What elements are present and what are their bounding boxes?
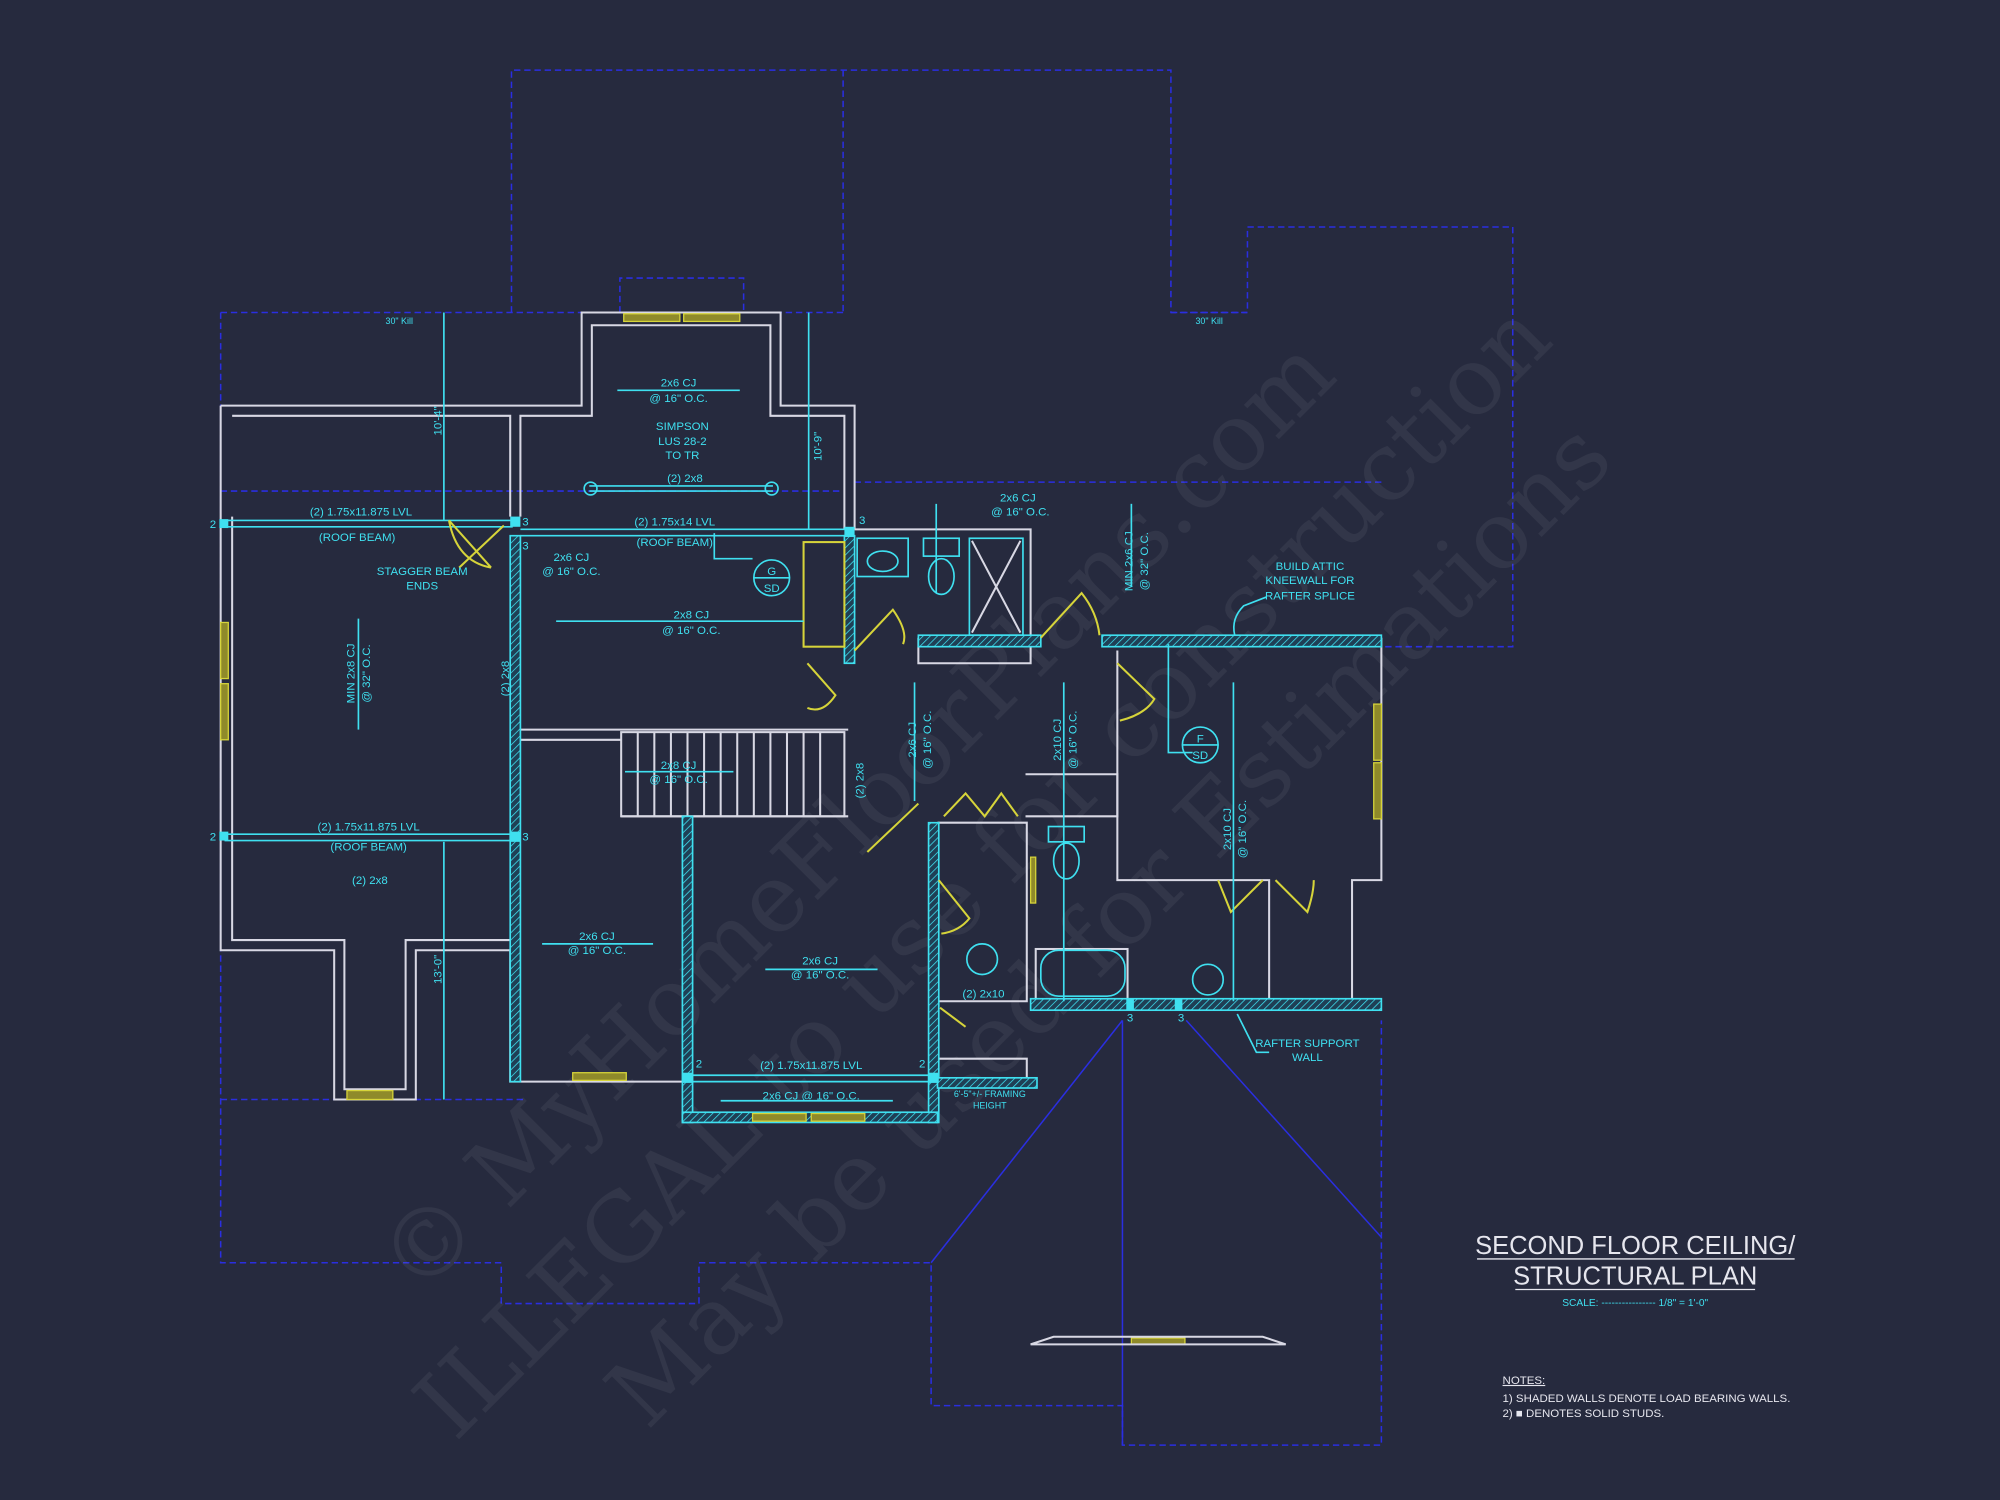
label: @ 16" O.C. (542, 566, 600, 578)
dimension-label: 13'-0" (432, 955, 444, 984)
stud-count: 3 (859, 515, 865, 527)
load-bearing-walls (509, 534, 1383, 1124)
stud-count: 3 (1178, 1013, 1184, 1025)
label: G (767, 566, 776, 578)
label: @ 16" O.C. (568, 945, 626, 957)
dimension-label: 10'-9" (812, 432, 824, 461)
label: @ 16" O.C. (791, 969, 849, 981)
windows (220, 313, 1383, 1346)
stairs (620, 731, 846, 818)
label: 30" Kill (1195, 316, 1222, 326)
label: RAFTER SPLICE (1265, 590, 1355, 602)
label: 2x10 CJ (1052, 719, 1064, 761)
joist-arrows (357, 312, 1270, 1102)
stud-count: 2 (696, 1059, 702, 1071)
label: TO TR (665, 450, 699, 462)
label: KNEEWALL FOR (1265, 575, 1354, 587)
annotations: 30" Kill 30" Kill 2x6 CJ @ 16" O.C. SIMP… (210, 316, 1360, 1110)
scale-label: SCALE: ---------------- 1/8" = 1'-0" (1562, 1298, 1708, 1309)
label: 2x6 CJ (579, 931, 615, 943)
plan-title: SECOND FLOOR CEILING/ (1475, 1232, 1796, 1260)
label: (2) 1.75x11.875 LVL (318, 821, 420, 833)
label: WALL (1292, 1052, 1323, 1064)
stud-count: 3 (522, 832, 528, 844)
stud-count: 2 (210, 832, 216, 844)
label: (ROOF BEAM) (330, 842, 407, 854)
label: (2) 2x8 (352, 875, 388, 887)
label: @ 16" O.C. (991, 506, 1049, 518)
label: MIN 2x6 CJ (1124, 531, 1136, 591)
watermark: © MyHomeFloorPlans.com ILLEGAL to use fo… (358, 281, 1633, 1459)
label: @ 32" O.C. (1139, 532, 1151, 590)
label: 2x6 CJ (907, 722, 919, 758)
porch-step (1030, 1335, 1287, 1346)
stud-count: 2 (210, 519, 216, 531)
note-item: 1) SHADED WALLS DENOTE LOAD BEARING WALL… (1503, 1393, 1791, 1405)
label: @ 16" O.C. (649, 774, 707, 786)
label: (2) 1.75x14 LVL (634, 517, 715, 529)
label: 2x6 CJ (661, 377, 697, 389)
label: @ 16" O.C. (662, 625, 720, 637)
beams (219, 481, 1183, 1083)
label: @ 16" O.C. (1237, 800, 1249, 858)
label: BUILD ATTIC (1276, 561, 1345, 573)
label: @ 16" O.C. (922, 711, 934, 769)
watermark-line: ILLEGAL to use for construction (394, 281, 1572, 1459)
roof-outline (219, 69, 1514, 1446)
label: STAGGER BEAM (377, 566, 468, 578)
label: LUS 28-2 (658, 436, 706, 448)
doors (447, 519, 1315, 1028)
label: (ROOF BEAM) (319, 532, 396, 544)
stud-count: 2 (919, 1059, 925, 1071)
label: SD (764, 583, 780, 595)
label: (2) 1.75x11.875 LVL (760, 1060, 862, 1072)
plan-title: STRUCTURAL PLAN (1513, 1262, 1757, 1290)
note-item: 2) ■ DENOTES SOLID STUDS. (1503, 1408, 1665, 1420)
label: @ 16" O.C. (649, 393, 707, 405)
stud-count: 3 (522, 517, 528, 529)
label: 6'-5"+/- FRAMING (954, 1089, 1026, 1099)
notes: NOTES: 1) SHADED WALLS DENOTE LOAD BEARI… (1503, 1375, 1791, 1420)
label: HEIGHT (973, 1100, 1007, 1110)
title-block: SECOND FLOOR CEILING/ STRUCTURAL PLAN SC… (1475, 1232, 1796, 1309)
label: F (1197, 733, 1204, 745)
label: @ 16" O.C. (1068, 711, 1080, 769)
label: 2x6 CJ @ 16" O.C. (763, 1090, 860, 1102)
label: 2x8 CJ (673, 610, 709, 622)
stud-count: 3 (522, 541, 528, 553)
label: (2) 2x8 (855, 763, 867, 799)
label: 2x6 CJ (554, 552, 590, 564)
label: 30" Kill (386, 316, 413, 326)
label: (ROOF BEAM) (637, 537, 714, 549)
notes-heading: NOTES: (1503, 1375, 1546, 1387)
label: 2x6 CJ (1000, 492, 1036, 504)
fixtures (802, 537, 1225, 998)
label: (2) 2x8 (500, 661, 512, 697)
label: MIN 2x8 CJ (346, 644, 358, 704)
label: SD (1192, 750, 1208, 762)
label: 2x10 CJ (1222, 808, 1234, 850)
label: (2) 2x8 (667, 473, 703, 485)
label: RAFTER SUPPORT (1255, 1038, 1359, 1050)
stud-count: 3 (1127, 1013, 1133, 1025)
label: @ 32" O.C. (361, 644, 373, 702)
label: ENDS (406, 580, 438, 592)
label: 2x6 CJ (802, 955, 838, 967)
label: SIMPSON (656, 421, 709, 433)
label: (2) 1.75x11.875 LVL (310, 506, 412, 518)
label: 2x8 CJ (661, 760, 697, 772)
label: (2) 2x10 (962, 988, 1004, 1000)
dimension-label: 10'-4" (432, 406, 444, 435)
